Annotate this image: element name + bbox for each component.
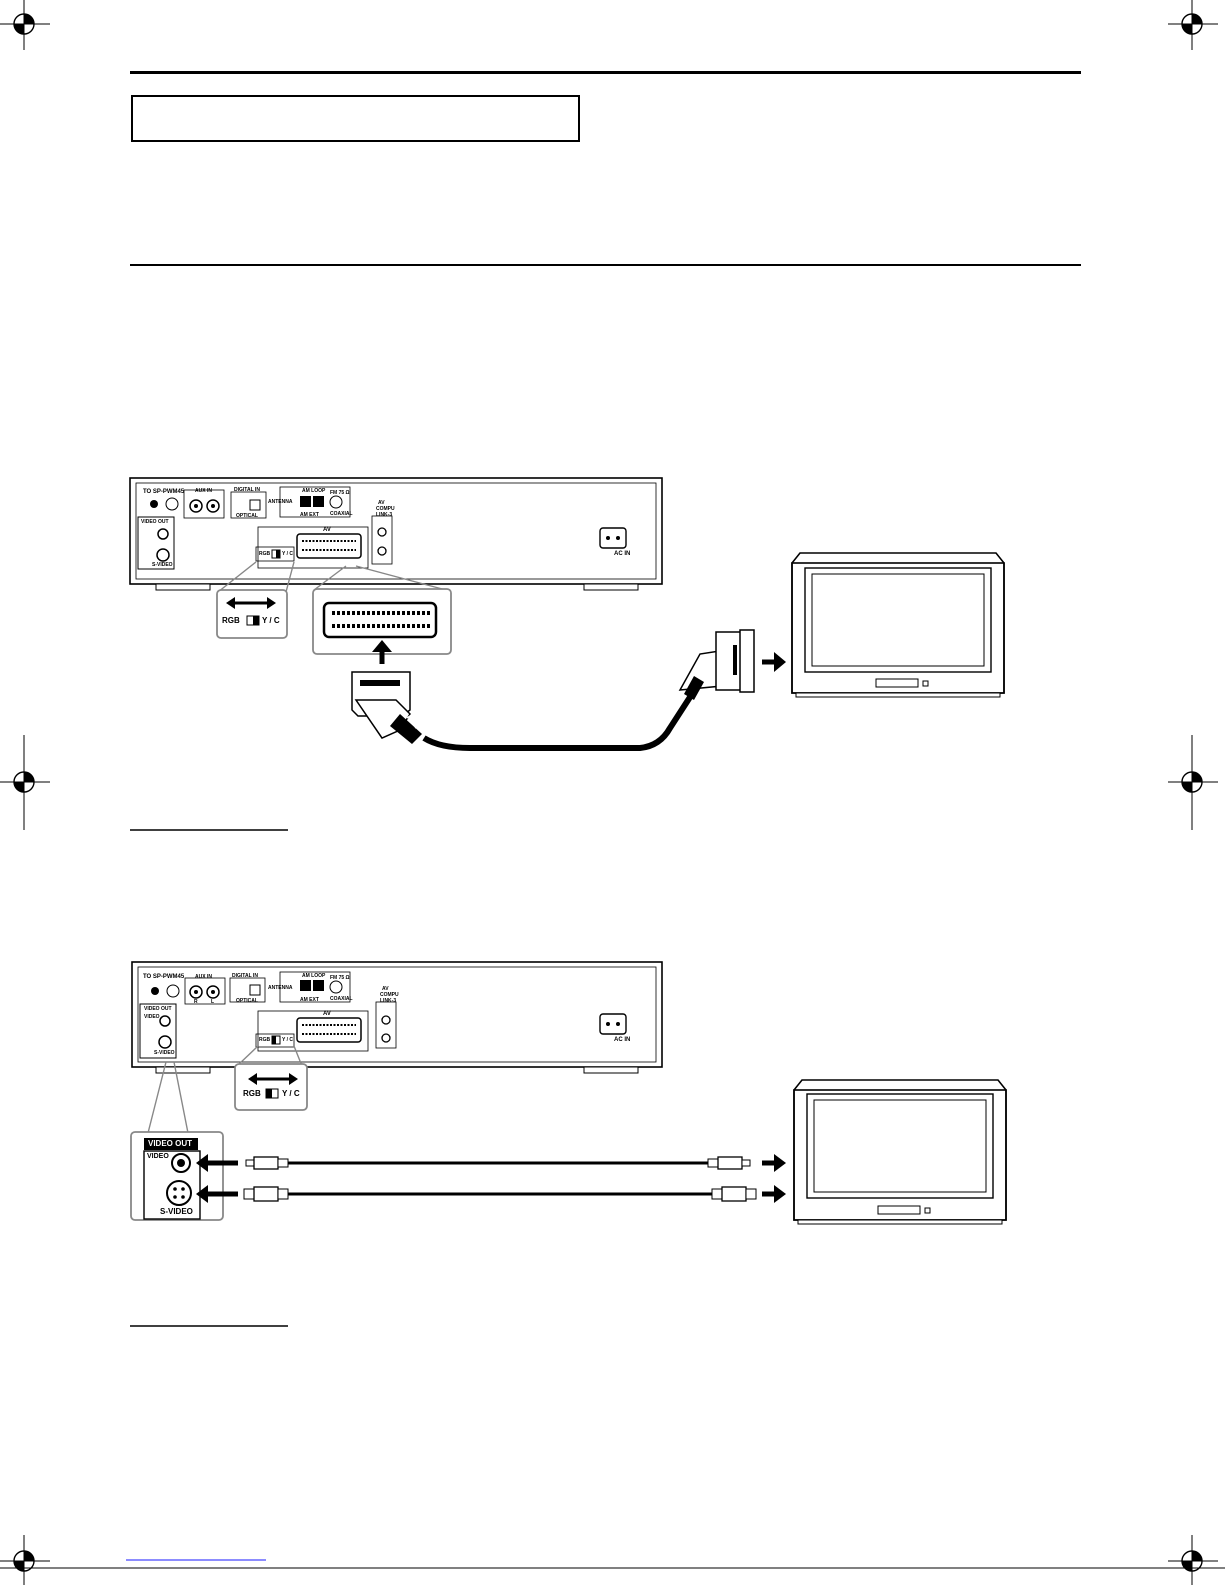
scart-port-callout	[312, 565, 452, 655]
rgb-label-small: RGB	[259, 551, 271, 557]
television-1	[791, 552, 1005, 698]
registration-mark-icon-mid-left	[0, 735, 50, 830]
aux-r-label-2: R	[194, 999, 198, 1005]
switch-callout-1	[216, 561, 295, 639]
fm-label-2: FM 75 Ω	[330, 975, 350, 981]
coaxial-label-2: COAXIAL	[330, 996, 353, 1002]
scart-plug-bottom	[351, 671, 422, 744]
am-loop-label-2: AM LOOP	[302, 973, 326, 979]
s-video-cable	[243, 1186, 757, 1202]
am-ext-label-2: AM EXT	[300, 997, 319, 1003]
switch-callout-2	[234, 1045, 308, 1111]
s-video-callout-label: S-VIDEO	[160, 1207, 193, 1216]
av-compu-label-2-3: LINK-3	[380, 998, 397, 1004]
video-callout-label: VIDEO	[147, 1153, 169, 1160]
television-2	[793, 1079, 1007, 1225]
yc-label-small: Y / C	[282, 551, 294, 557]
yc-switch-label: Y / C	[262, 616, 280, 625]
header-rule	[130, 71, 1081, 74]
registration-mark-icon-top-right	[1168, 0, 1218, 50]
registration-mark-icon-mid-right	[1168, 735, 1218, 830]
rgb-switch-label-2: RGB	[243, 1089, 261, 1098]
av-compu-label-1: AV	[378, 500, 385, 506]
digital-in-label: DIGITAL IN	[234, 487, 260, 493]
yc-label-small-2: Y / C	[282, 1037, 294, 1043]
antenna-label-2: ANTENNA	[268, 985, 293, 991]
digital-in-label-2: DIGITAL IN	[232, 973, 258, 979]
am-ext-label: AM EXT	[300, 512, 319, 518]
s-video-label-small: S-VIDEO	[152, 562, 173, 568]
rgb-label-small-2: RGB	[259, 1037, 271, 1043]
video-out-label-small-2: VIDEO OUT	[144, 1006, 172, 1012]
ac-in-label-2: AC IN	[614, 1037, 631, 1043]
rgb-switch-label: RGB	[222, 616, 240, 625]
av-compu-label-2-1: AV	[382, 986, 389, 992]
av-compu-label-3: LINK-3	[376, 512, 393, 518]
rear-panel-unit-2	[131, 961, 663, 1074]
av-port-label-2: AV	[323, 1011, 331, 1017]
registration-mark-icon-bottom-left	[0, 1535, 50, 1585]
registration-mark-icon-top-left	[0, 0, 50, 50]
speaker-terminal-label-2: TO SP-PWM45	[143, 974, 185, 980]
speaker-terminal-label: TO SP-PWM45	[143, 489, 185, 495]
ac-in-label: AC IN	[614, 551, 631, 557]
video-out-label-small: VIDEO OUT	[141, 519, 169, 525]
aux-l-label-2: L	[211, 999, 215, 1005]
registration-mark-icon-bottom-right	[1168, 1535, 1218, 1585]
rear-panel-unit-1	[129, 477, 663, 591]
video-label-small-2: VIDEO	[144, 1014, 160, 1020]
aux-in-label: AUX IN	[195, 488, 212, 494]
am-loop-label: AM LOOP	[302, 488, 326, 494]
scart-plug-tv	[678, 629, 755, 700]
av-port-label: AV	[323, 527, 331, 533]
section-title-box	[131, 95, 580, 142]
s-video-label-small-2: S-VIDEO	[154, 1050, 175, 1056]
fm-label: FM 75 Ω	[330, 490, 350, 496]
av-compu-label-2-2: COMPU	[380, 992, 399, 998]
video-out-callout-label: VIDEO OUT	[148, 1139, 193, 1148]
video-out-callout	[130, 1061, 224, 1221]
optical-label-2: OPTICAL	[236, 998, 258, 1004]
optical-label: OPTICAL	[236, 513, 258, 519]
av-compu-label-2: COMPU	[376, 506, 395, 512]
antenna-label: ANTENNA	[268, 499, 293, 505]
aux-in-label-2: AUX IN	[195, 974, 212, 980]
video-cable	[245, 1156, 751, 1170]
coaxial-label: COAXIAL	[330, 511, 353, 517]
yc-switch-label-2: Y / C	[282, 1089, 300, 1098]
section-divider-rule	[130, 264, 1081, 266]
